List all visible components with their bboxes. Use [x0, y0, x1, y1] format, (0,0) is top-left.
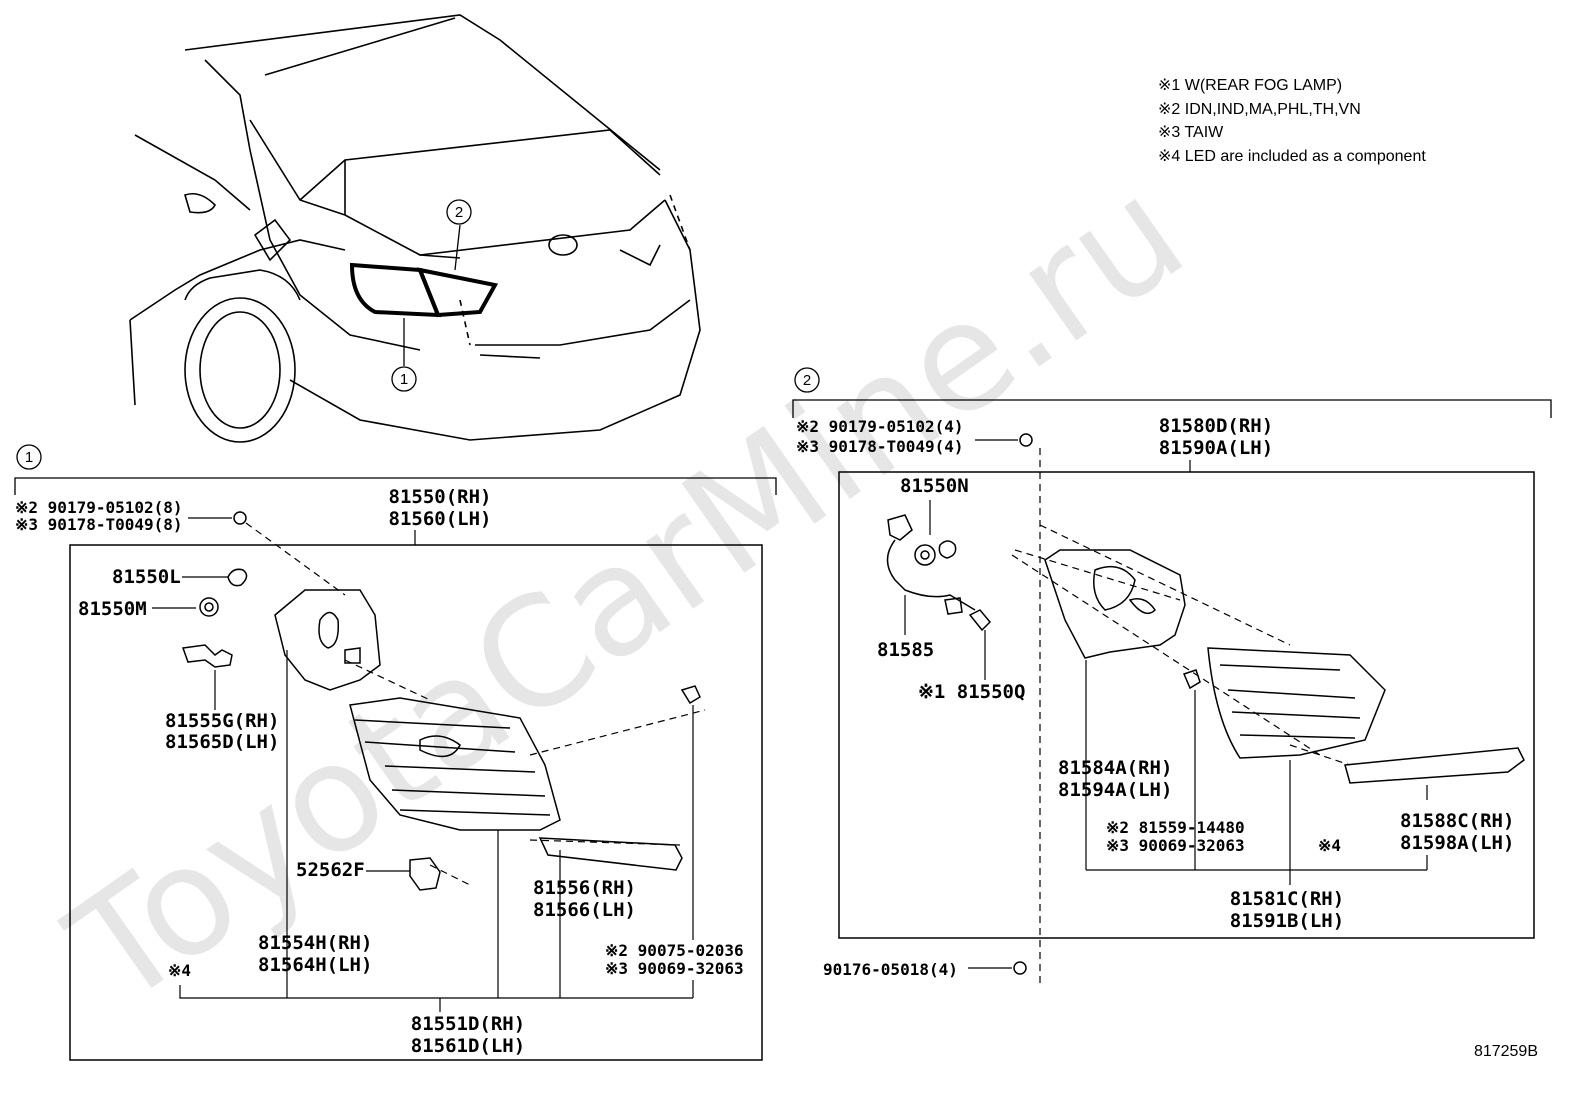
s2-refl-rh: 81588C(RH): [1400, 810, 1514, 832]
s1-led-mark: ※4: [168, 961, 191, 980]
s1-bulb-l: 81550L: [112, 566, 181, 588]
callout-leaders: [403, 224, 461, 366]
s1-leaders: [152, 517, 694, 1012]
s2-leaders: [904, 439, 1428, 969]
diagram-ref: 817259B: [1474, 1043, 1538, 1060]
s2-dashed: [1011, 448, 1351, 985]
section-1: 1 ※2 90179-05102(8) ※3 90178-T0049(8) 81…: [14, 444, 777, 1061]
s1-screw-b: ※3 90178-T0049(8): [15, 515, 183, 534]
s2-bulb-q: ※1 81550Q: [918, 681, 1025, 703]
s2-refl-lh: 81598A(LH): [1400, 832, 1514, 854]
lamp-highlight: [349, 262, 499, 318]
callout-circle-2: 2: [794, 367, 820, 393]
s2-nut: 90176-05018(4): [823, 960, 958, 979]
s1-retainer: 52562F: [296, 859, 365, 881]
s1-lens-lh: 81564H(LH): [258, 954, 372, 976]
s1-socket-m: 81550M: [78, 598, 147, 620]
s1-dashed: [245, 522, 706, 886]
note-3: ※3 TAIW: [1158, 124, 1224, 141]
note-1: ※1 W(REAR FOG LAMP): [1158, 77, 1342, 94]
s1-clip-rh: 81555G(RH): [165, 710, 279, 732]
s2-screw2-b: ※3 90069-32063: [1106, 836, 1245, 855]
svg-text:2: 2: [803, 372, 811, 389]
s2-assy-lh: 81590A(LH): [1159, 437, 1273, 459]
s2-body-lh: 81591B(LH): [1230, 910, 1344, 932]
s2-screw-a: ※2 90179-05102(4): [796, 417, 964, 436]
note-4: ※4 LED are included as a component: [1158, 148, 1426, 165]
s2-bulb-n: 81550N: [900, 475, 969, 497]
callout-circle-1: 1: [16, 444, 42, 470]
s1-bolt-a: ※2 90075-02036: [605, 941, 744, 960]
s1-body-rh: 81551D(RH): [411, 1013, 525, 1035]
s1-assy-lh: 81560(LH): [389, 508, 492, 530]
s1-body-lh: 81561D(LH): [411, 1035, 525, 1057]
s1-bolt-b: ※3 90069-32063: [605, 959, 744, 978]
s1-refl-rh: 81556(RH): [533, 877, 636, 899]
s1-refl-lh: 81566(LH): [533, 899, 636, 921]
s2-led-mark: ※4: [1318, 836, 1341, 855]
car-illustration: [129, 14, 701, 443]
s1-screw-a: ※2 90179-05102(8): [15, 498, 183, 517]
s1-lens-rh: 81554H(RH): [258, 932, 372, 954]
s2-parts: [886, 433, 1525, 975]
s2-assy-rh: 81580D(RH): [1159, 415, 1273, 437]
callout-circle-2-car: 2: [446, 199, 472, 225]
callout-circle-1-car: 1: [391, 366, 417, 392]
s2-screw-b: ※3 90178-T0049(4): [796, 437, 964, 456]
section-2: 2 ※2 90179-05102(4) ※3 90178-T0049(4) 81…: [792, 367, 1552, 985]
svg-text:1: 1: [400, 371, 408, 388]
s2-wire: 81585: [877, 639, 934, 661]
s1-clip-lh: 81565D(LH): [165, 731, 279, 753]
s2-body-rh: 81581C(RH): [1230, 888, 1344, 910]
notes-block: ※1 W(REAR FOG LAMP) ※2 IDN,IND,MA,PHL,TH…: [1158, 77, 1426, 165]
note-2: ※2 IDN,IND,MA,PHL,TH,VN: [1158, 101, 1361, 118]
s1-assy-rh: 81550(RH): [389, 486, 492, 508]
s2-screw2-a: ※2 81559-14480: [1106, 818, 1245, 837]
s2-lens-rh: 81584A(RH): [1058, 757, 1172, 779]
s1-parts: [181, 511, 701, 891]
svg-text:1: 1: [25, 449, 33, 466]
svg-text:2: 2: [455, 204, 463, 221]
s2-lens-lh: 81594A(LH): [1058, 779, 1172, 801]
